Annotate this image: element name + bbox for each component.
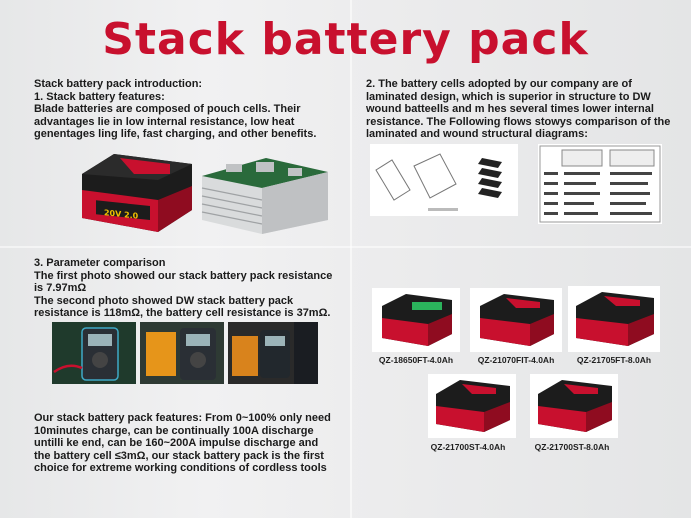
product-label-5: QZ-21700ST-8.0Ah (534, 442, 610, 452)
intro-heading: Stack battery pack introduction: (34, 78, 203, 90)
product-photo-2 (470, 288, 562, 352)
resistance-test-photo-1 (52, 322, 136, 384)
fold-line-vertical (350, 0, 352, 518)
resistance-test-photo-2 (140, 322, 224, 384)
section-pack-features: Our stack battery pack features: From 0~… (34, 412, 336, 475)
product-photo-1 (372, 288, 460, 352)
cell-design-body: 2. The battery cells adopted by our comp… (366, 78, 671, 140)
features-heading: 1. Stack battery features: (34, 90, 165, 103)
battery-badge-text: 20V 2.0 (104, 208, 139, 221)
product-label-4: QZ-21700ST-4.0Ah (430, 442, 506, 452)
product-label-2: QZ-21070FIT-4.0Ah (477, 355, 555, 365)
section-parameter-comparison: 3. Parameter comparison The first photo … (34, 257, 344, 320)
param-line-1: The first photo showed our stack battery… (34, 269, 333, 295)
pack-features-body: Our stack battery pack features: From 0~… (34, 412, 331, 474)
fold-line-horizontal (0, 246, 691, 248)
product-photo-4 (428, 374, 516, 438)
section-cell-design: 2. The battery cells adopted by our comp… (366, 78, 686, 141)
structure-comparison-table (538, 144, 662, 224)
param-heading: 3. Parameter comparison (34, 257, 166, 269)
features-body: Blade batteries are composed of pouch ce… (34, 103, 317, 140)
param-line-2: The second photo showed DW stack battery… (34, 294, 331, 320)
laminated-structure-diagram (370, 144, 518, 216)
section-features: Stack battery pack introduction: 1. Stac… (34, 78, 344, 141)
product-photo-5 (530, 374, 618, 438)
product-label-3: QZ-21705FT-8.0Ah (576, 355, 652, 365)
battery-pack-photo: 20V 2.0 (82, 154, 192, 232)
cell-stack-photo (201, 158, 328, 234)
page-title: Stack battery pack (102, 14, 589, 65)
product-photo-3 (568, 286, 660, 352)
product-label-1: QZ-18650FT-4.0Ah (378, 355, 454, 365)
resistance-test-photo-3 (228, 322, 318, 384)
